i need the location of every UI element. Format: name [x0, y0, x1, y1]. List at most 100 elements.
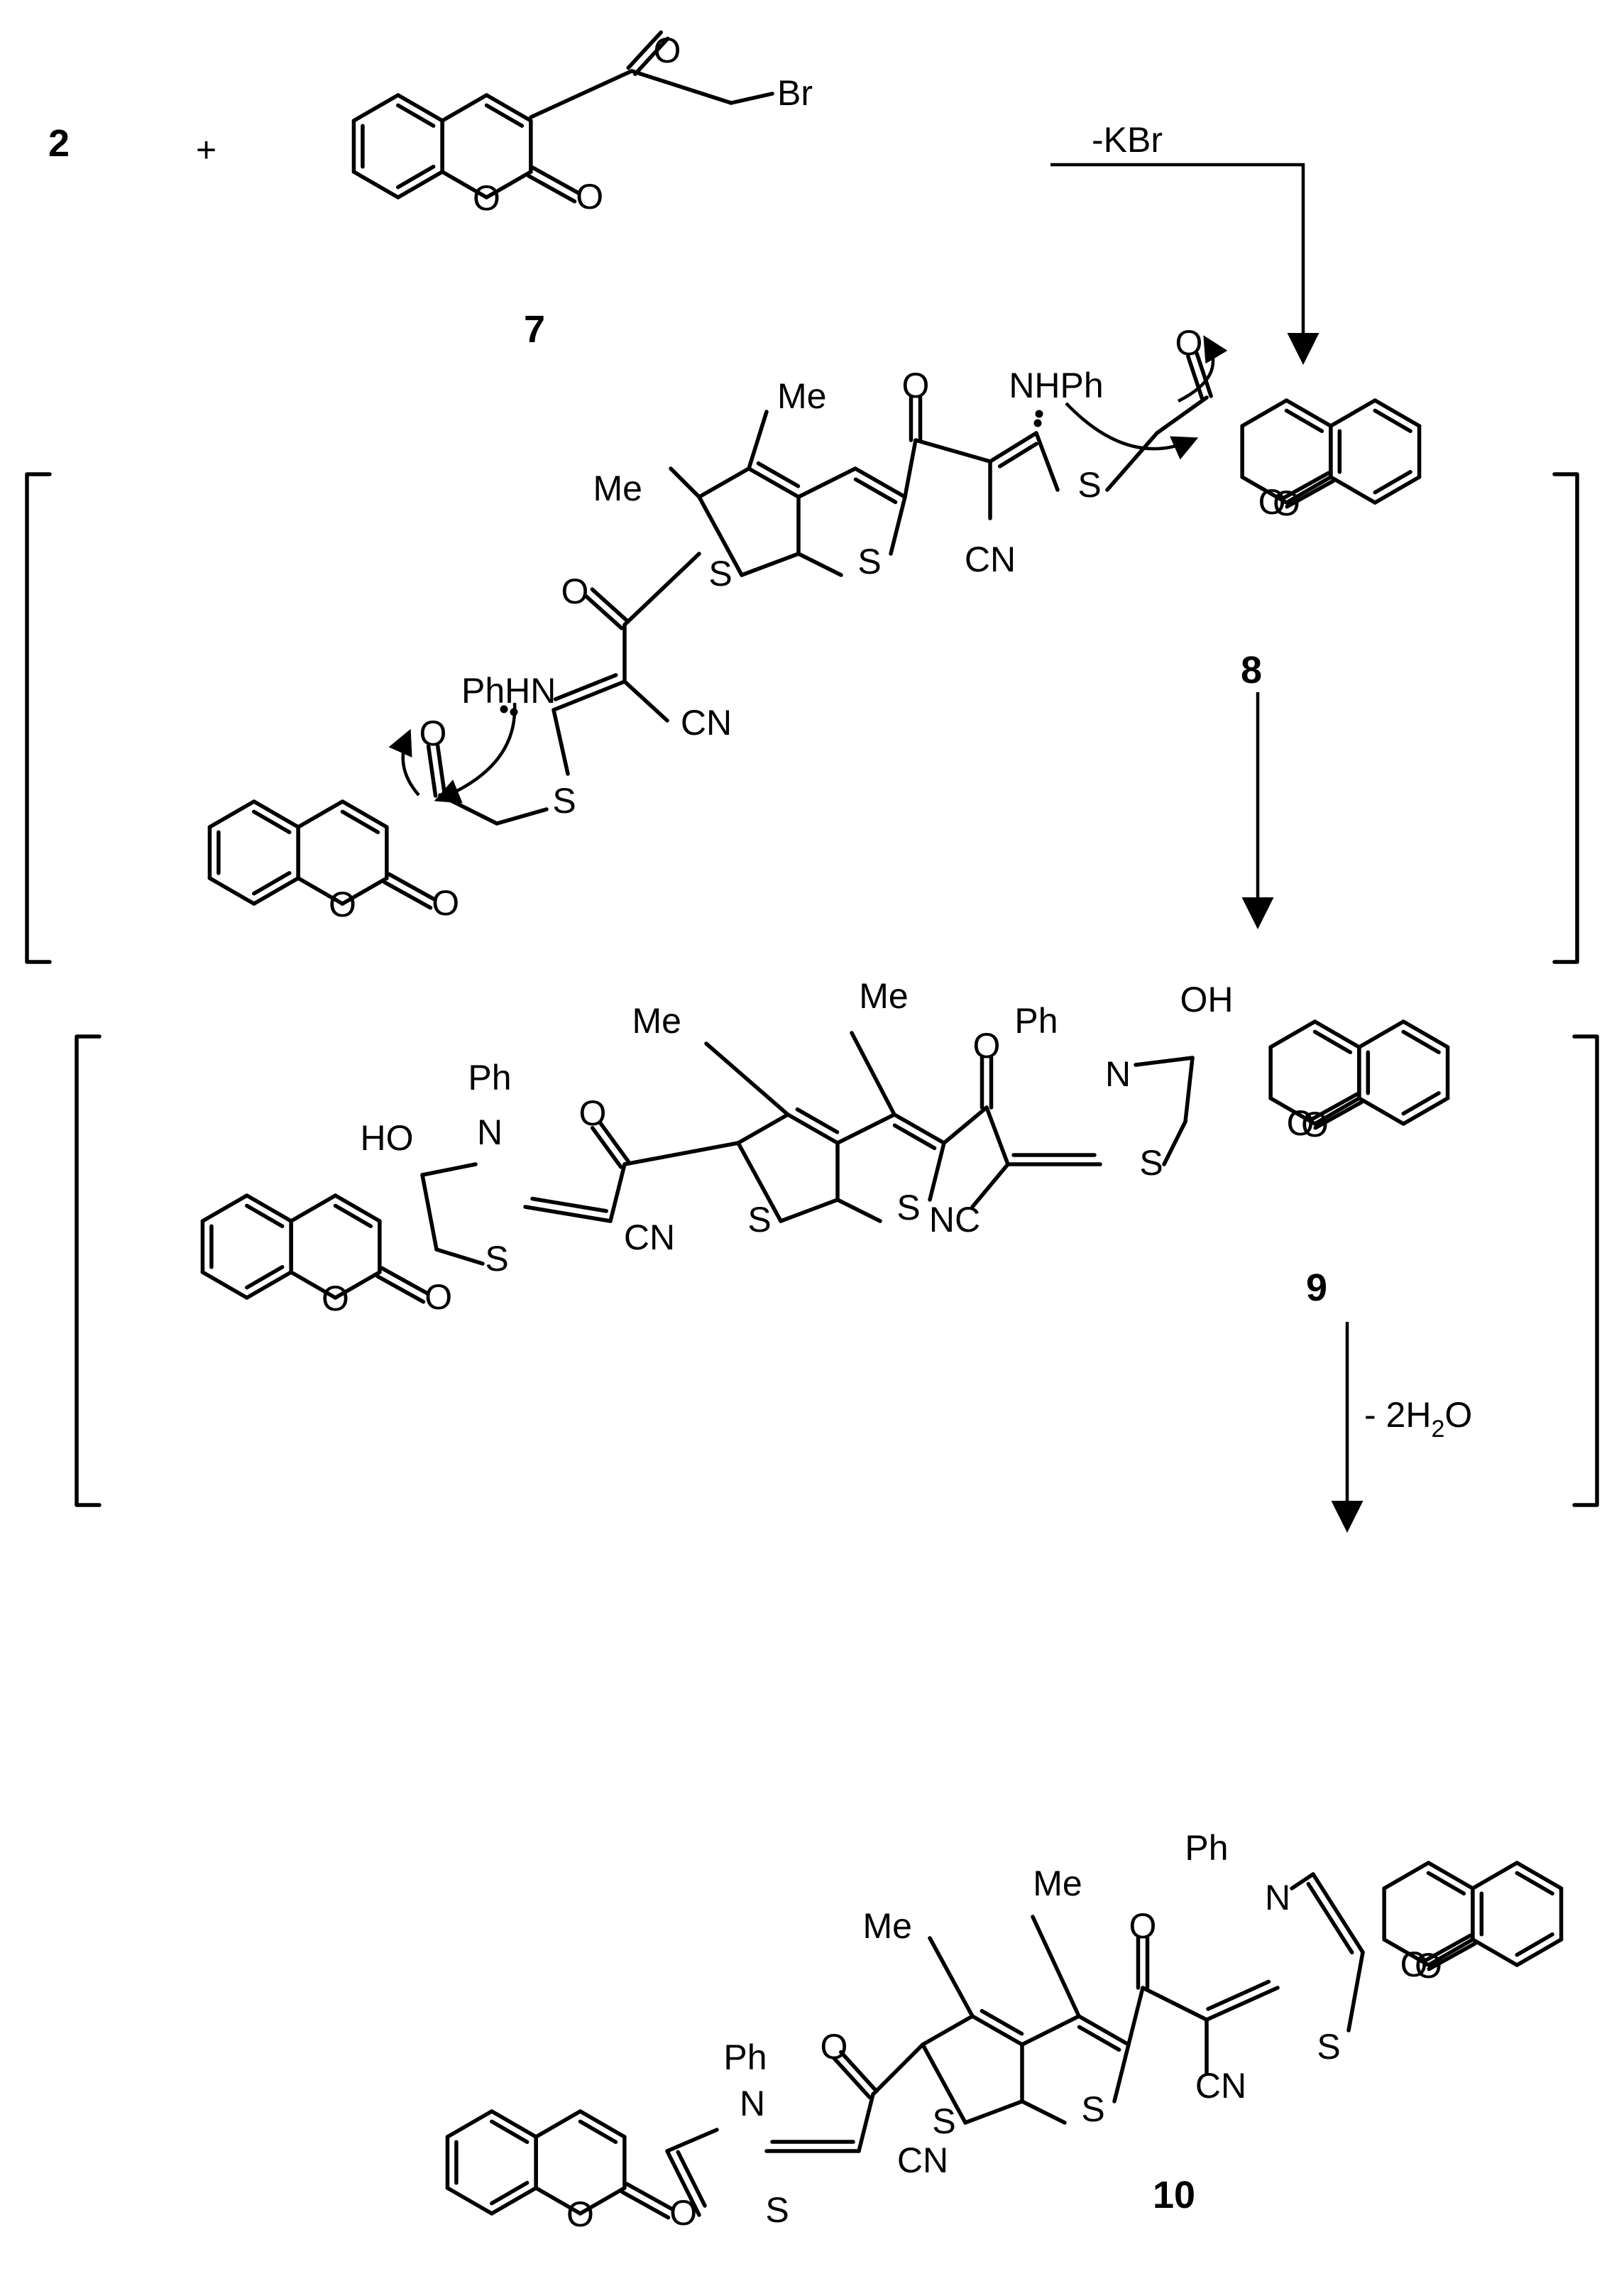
bond — [669, 466, 701, 499]
double-bond-inner — [997, 442, 1038, 469]
ring-double-inner — [1401, 1091, 1441, 1116]
c10-methyl-left: Me — [863, 1906, 912, 1946]
double-bond — [853, 466, 907, 499]
ring-bond — [245, 1193, 293, 1223]
c9-coumarin-left-carbonyl-oxygen: O — [424, 1277, 452, 1317]
bond — [608, 1162, 627, 1223]
ring-bond — [351, 93, 400, 123]
bond — [1312, 1019, 1361, 1049]
ring-double-inner — [340, 809, 380, 834]
bond — [729, 92, 774, 105]
c8-ketone-right: O — [902, 366, 930, 405]
compound-label-7: 7 — [524, 308, 545, 351]
bond — [289, 1270, 338, 1300]
bond — [1105, 431, 1159, 492]
double-bond-inner — [1306, 1881, 1354, 1954]
bond — [1268, 1096, 1317, 1126]
bond — [296, 799, 345, 829]
double-bond-inner — [1077, 2025, 1121, 2052]
c9-phenyl-right: Ph — [1014, 1001, 1058, 1041]
double-bond — [988, 431, 1038, 464]
ring-bond — [445, 2186, 494, 2216]
ring-bond — [1401, 1019, 1450, 1049]
c8-nhph-right: NHPh — [1009, 366, 1103, 405]
double-bond — [786, 1112, 840, 1145]
double-bond — [1311, 1872, 1365, 1954]
bond — [296, 876, 345, 906]
ring-bond — [1329, 398, 1377, 428]
ring-double-inner — [252, 809, 292, 834]
brackets — [25, 472, 1599, 1507]
c9-thiazolidine-s-left: S — [485, 1239, 508, 1279]
bond — [340, 876, 389, 906]
bond — [704, 1041, 790, 1117]
condition-minus-water: - 2H2O — [1364, 1395, 1472, 1443]
double-bond — [625, 2182, 675, 2212]
double-bond-inner — [892, 1123, 937, 1151]
double-bond-inner — [1206, 1979, 1271, 2011]
bond — [984, 1105, 1010, 1166]
ring-bond — [207, 799, 256, 829]
bond — [622, 552, 701, 627]
bond — [552, 708, 570, 776]
ring-bond — [490, 2186, 538, 2216]
double-bond — [1422, 1933, 1473, 1964]
double-bond — [590, 1126, 623, 1169]
c9-core-sulfur-1: S — [747, 1200, 771, 1240]
bracket-left-9 — [75, 1034, 102, 1507]
compound-label-10: 10 — [1153, 2174, 1195, 2216]
c8-methyl-right: Me — [777, 376, 826, 416]
c10-coumarin-left-carbonyl-oxygen: O — [669, 2193, 697, 2233]
double-bond — [620, 2189, 671, 2220]
bond — [942, 1105, 989, 1145]
bond — [630, 69, 733, 105]
ring-double-inner — [1515, 1871, 1554, 1895]
ring-bond — [1515, 1937, 1564, 1967]
bond — [1126, 1986, 1145, 2047]
c9-thiazolidine-n-right: N — [1105, 1054, 1131, 1094]
c10-ketone-left: O — [821, 2027, 848, 2067]
c10-coumarin-left-ring-oxygen: O — [566, 2194, 594, 2234]
ring-bond — [490, 2109, 538, 2139]
bond — [928, 1936, 975, 2018]
bond — [1382, 1937, 1431, 1967]
curved-arrow-co-left — [388, 728, 420, 797]
ring-double-inner — [484, 103, 525, 128]
c8-coumarin-right-ring-oxygen: O — [1273, 483, 1300, 523]
bond — [796, 552, 843, 577]
bond — [889, 495, 907, 556]
c10-coumarin-right-carbonyl-oxygen: O — [1400, 1944, 1428, 1984]
ring-double-inner — [1515, 1932, 1554, 1957]
bond — [1284, 398, 1333, 428]
condition-minus-kbr: -KBr — [1092, 120, 1163, 160]
bond — [835, 1198, 882, 1223]
reaction-arrows — [1050, 163, 1364, 1533]
ring-bond — [1329, 475, 1377, 505]
c9-coumarin-right-carbonyl-oxygen: O — [1287, 1103, 1315, 1143]
bond — [914, 438, 992, 464]
bond — [622, 1141, 740, 1166]
ring-bond — [396, 93, 444, 123]
ring-double-inner — [396, 165, 436, 190]
bond — [1134, 1056, 1195, 1067]
double-bond — [1195, 351, 1213, 398]
ring-bond — [1471, 1861, 1519, 1891]
double-bond — [380, 1266, 430, 1296]
bond — [779, 1198, 840, 1223]
ring-bond — [1401, 1096, 1450, 1126]
c9-coumarin-right-ring-oxygen: O — [1301, 1105, 1329, 1144]
ring-bond — [445, 2109, 494, 2139]
bond — [340, 799, 389, 829]
c8-core-sulfur-1: S — [708, 554, 732, 593]
double-bond — [1205, 1986, 1280, 2022]
ring-bond — [1515, 1861, 1564, 1891]
ring-bond — [200, 1270, 249, 1300]
bond — [1284, 475, 1333, 505]
double-bond-inner — [676, 2150, 707, 2208]
bond — [333, 1270, 382, 1300]
bond — [857, 2092, 875, 2153]
c8-coumarin-left-ring-oxygen: O — [329, 885, 356, 924]
c10-coumarin-right-ring-oxygen: O — [1415, 1946, 1442, 1986]
c10-thiazole-s-left: S — [765, 2190, 789, 2230]
bond — [333, 1193, 382, 1223]
